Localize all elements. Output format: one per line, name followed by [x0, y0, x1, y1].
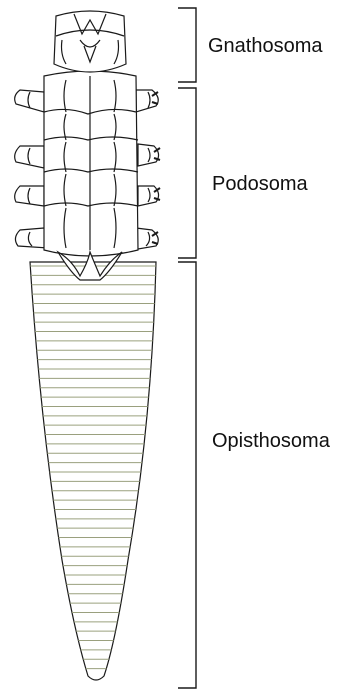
gnathosoma-head [54, 11, 126, 72]
label-podosoma: Podosoma [212, 174, 308, 194]
region-brackets [178, 8, 196, 688]
label-opisthosoma: Opisthosoma [212, 431, 330, 451]
podosoma-body [44, 71, 138, 256]
right-leg-3 [138, 186, 159, 206]
opisthosoma-outline [30, 262, 156, 680]
left-leg-3 [15, 186, 44, 206]
left-leg-1 [15, 90, 44, 112]
right-leg-2 [138, 144, 159, 166]
left-leg-2 [15, 146, 44, 168]
opisthosoma-body [20, 262, 170, 680]
label-gnathosoma: Gnathosoma [208, 36, 323, 56]
gnathosoma-bracket [178, 8, 196, 82]
podosoma-bracket [178, 88, 196, 258]
left-leg-4 [15, 228, 48, 248]
opisthosoma-bracket [178, 262, 196, 688]
